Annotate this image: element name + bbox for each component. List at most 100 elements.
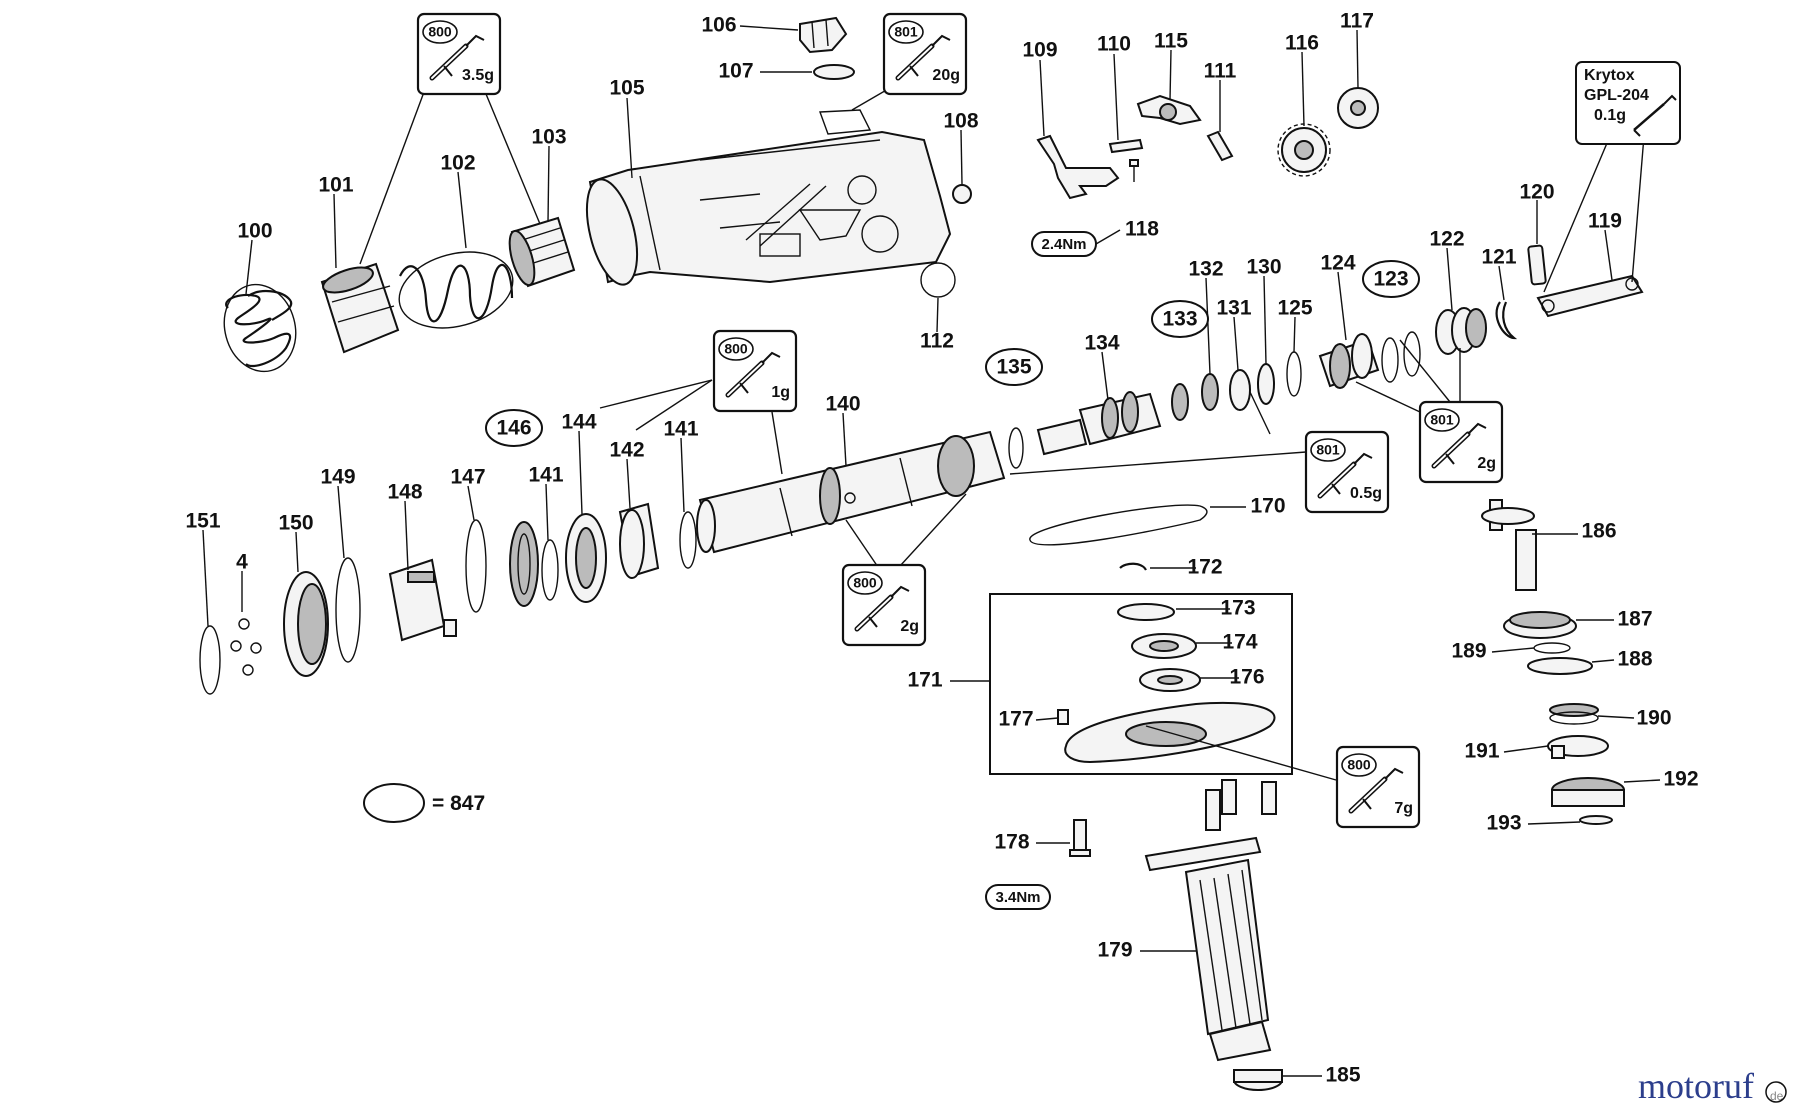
part-112-ring	[920, 262, 956, 298]
part-4-balls	[230, 618, 262, 676]
part-label-103: 103	[531, 126, 566, 149]
grease-amount: 2g	[1477, 455, 1496, 472]
part-label-4: 4	[236, 551, 248, 574]
part-141-ring-b	[541, 539, 559, 601]
part-label-174: 174	[1222, 631, 1257, 654]
part-label-119: 119	[1588, 210, 1622, 233]
part-193-washer	[1579, 815, 1613, 825]
circled-part-146: 146	[485, 409, 543, 447]
part-186-shaft	[1481, 499, 1537, 591]
part-133-ring	[1171, 383, 1189, 421]
part-130-ring	[1257, 363, 1275, 405]
part-142-bush	[618, 502, 660, 579]
part-107-ring	[813, 64, 855, 80]
watermark-suffix: de	[1770, 1089, 1784, 1103]
part-185-bearing	[1233, 1069, 1283, 1091]
part-label-100: 100	[237, 220, 272, 243]
part-label-141: 141	[528, 464, 563, 487]
watermark-brand: motoruf	[1638, 1066, 1754, 1106]
grease-code: 801	[894, 24, 918, 40]
part-label-141: 141	[663, 418, 698, 441]
part-label-111: 111	[1204, 60, 1237, 83]
grease-code: 800	[724, 341, 748, 357]
circled-part-label: 135	[996, 356, 1031, 379]
grease-code-badge	[1424, 408, 1460, 432]
part-125-ring	[1286, 351, 1302, 397]
part-147-ring	[465, 519, 487, 613]
part-label-108: 108	[943, 110, 978, 133]
part-100-spring	[223, 283, 297, 373]
part-label-185: 185	[1325, 1064, 1360, 1087]
part-102-spring	[398, 251, 514, 329]
grease-amount: 20g	[932, 67, 960, 84]
part-191-clutch	[1547, 735, 1609, 759]
leader-lines	[202, 25, 1661, 1077]
grease-amount: 7g	[1394, 800, 1413, 817]
part-192-gear	[1551, 777, 1625, 807]
grease-gun-icon	[1317, 452, 1373, 499]
part-110-pin	[1108, 138, 1144, 154]
grease-code: 800	[853, 575, 877, 591]
torque-label: 3.4Nm	[985, 884, 1051, 910]
part-label-102: 102	[440, 152, 475, 175]
circle-marker	[485, 409, 543, 447]
part-118-screw	[1129, 159, 1139, 182]
krytox-line3: 0.1g	[1594, 107, 1626, 124]
part-label-132: 132	[1188, 258, 1223, 281]
grease-gun-icon	[854, 585, 910, 632]
part-label-109: 109	[1022, 39, 1057, 62]
part-189-ring	[1533, 642, 1571, 654]
part-label-189: 189	[1451, 640, 1486, 663]
part-label-177: 177	[998, 708, 1033, 731]
copyright-icon	[1765, 1081, 1787, 1103]
part-187-bearing	[1503, 611, 1577, 639]
part-label-112: 112	[920, 330, 954, 353]
circle-marker	[1362, 260, 1420, 298]
part-label-188: 188	[1617, 648, 1652, 671]
part-label-186: 186	[1581, 520, 1616, 543]
grease-gun-icon	[1348, 767, 1404, 814]
part-134-shaft	[1036, 391, 1162, 456]
legend-text: = 847	[432, 792, 485, 815]
part-141-ring-a	[679, 511, 697, 569]
grease-gun-icon	[1431, 422, 1487, 469]
part-131-ring	[1229, 369, 1251, 411]
part-149-ring	[335, 557, 361, 663]
part-123-ring-a	[1381, 337, 1399, 383]
circled-part-135: 135	[985, 348, 1043, 386]
part-label-172: 172	[1187, 556, 1222, 579]
part-105-housing	[585, 109, 952, 286]
part-121-clip	[1495, 301, 1518, 340]
grease-code-badge	[422, 20, 458, 44]
part-116-gear	[1277, 123, 1331, 177]
grease-code: 801	[1316, 442, 1340, 458]
part-label-144: 144	[561, 411, 596, 434]
part-103-gear	[508, 216, 576, 288]
torque-label: 2.4Nm	[1031, 231, 1097, 257]
part-190-spring	[1549, 703, 1599, 725]
part-117-disc	[1337, 87, 1379, 129]
torque-value: 3.4Nm	[995, 889, 1040, 906]
grease-code: 800	[1347, 757, 1371, 773]
circled-part-label: 123	[1373, 268, 1408, 291]
part-label-147: 147	[450, 466, 485, 489]
part-148-hub	[388, 558, 457, 642]
part-label-105: 105	[609, 77, 644, 100]
part-150-collar	[283, 571, 329, 677]
part-label-118: 118	[1125, 218, 1159, 241]
part-label-190: 190	[1636, 707, 1671, 730]
part-124-sleeve	[1318, 333, 1380, 389]
part-101-sleeve	[320, 262, 400, 354]
grease-code-badge	[847, 571, 883, 595]
part-label-121: 121	[1481, 246, 1516, 269]
grease-callout-801: 801 20g	[882, 12, 968, 96]
part-label-176: 176	[1229, 666, 1264, 689]
grease-gun-icon	[1633, 94, 1677, 137]
